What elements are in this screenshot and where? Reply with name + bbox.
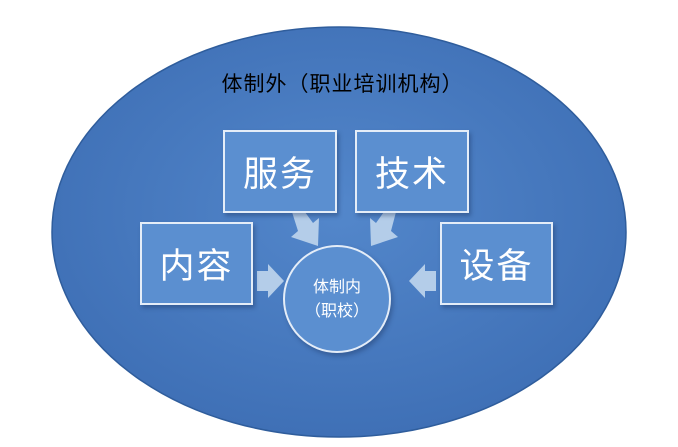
arrow-content-to-center — [257, 264, 284, 298]
box-equipment-label: 设备 — [459, 247, 534, 287]
outer-ellipse — [51, 26, 627, 438]
arrow-equipment-to-center — [409, 264, 436, 298]
box-content-label: 内容 — [159, 247, 234, 287]
box-content: 内容 — [140, 222, 253, 305]
arrow-tech-to-center — [370, 209, 398, 246]
box-service: 服务 — [223, 130, 337, 213]
inner-circle-line1: 体制内 — [312, 277, 361, 296]
inner-circle-line2: （职校） — [304, 301, 369, 320]
arrow-service-to-center — [291, 208, 319, 246]
box-tech: 技术 — [355, 130, 469, 213]
box-equipment: 设备 — [440, 222, 553, 305]
outer-label: 体制外（职业培训机构） — [221, 72, 464, 96]
box-tech-label: 技术 — [374, 155, 449, 195]
inner-circle: 体制内 （职校） — [283, 245, 391, 353]
box-service-label: 服务 — [242, 155, 317, 195]
